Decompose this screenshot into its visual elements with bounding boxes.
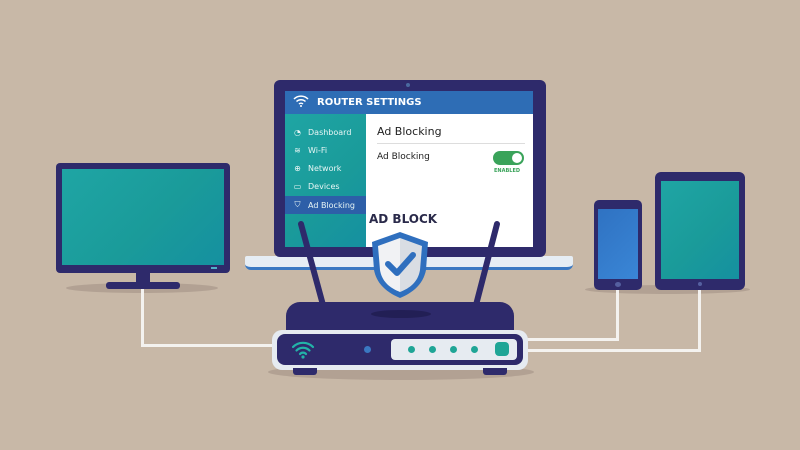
status-led xyxy=(408,346,415,353)
monitor xyxy=(56,163,230,273)
toggle-knob xyxy=(512,153,522,163)
ad-block-label: AD BLOCK xyxy=(369,212,438,226)
cable xyxy=(616,289,619,341)
globe-icon: ⊕ xyxy=(294,163,301,173)
cable xyxy=(141,289,144,347)
sidebar-item-devices[interactable]: ▭ Devices xyxy=(285,177,366,195)
router-vent xyxy=(371,310,431,318)
laptop-screen: ROUTER SETTINGS ◔ Dashboard ≋ Wi-Fi ⊕ Netwo… xyxy=(285,91,533,247)
tablet-screen xyxy=(661,181,739,279)
sidebar-item-label: Dashboard xyxy=(308,127,352,137)
app-header: ROUTER SETTINGS xyxy=(285,91,533,114)
phone-screen xyxy=(598,209,638,279)
cable xyxy=(527,349,701,352)
router-foot xyxy=(293,368,317,375)
devices-icon: ▭ xyxy=(293,181,302,191)
antenna-left xyxy=(298,221,326,308)
camera xyxy=(406,83,410,87)
sidebar-item-label: Ad Blocking xyxy=(308,200,355,210)
wifi-icon xyxy=(291,341,315,359)
wps-button xyxy=(495,342,509,356)
ad-blocking-toggle[interactable] xyxy=(493,151,524,165)
antenna-right xyxy=(473,221,500,308)
home-button xyxy=(698,282,702,286)
led-panel xyxy=(391,339,517,360)
shield-check-icon xyxy=(372,232,428,298)
router-foot xyxy=(483,368,507,375)
shield-icon: ⛉ xyxy=(294,200,301,209)
dashboard-icon: ◔ xyxy=(294,127,301,137)
sidebar-item-label: Devices xyxy=(308,181,340,191)
sidebar-item-label: Network xyxy=(308,163,342,173)
power-led xyxy=(364,346,371,353)
sidebar-item-ad-blocking[interactable]: ⛉ Ad Blocking xyxy=(285,196,366,214)
home-button xyxy=(615,282,621,287)
monitor-stand xyxy=(136,272,150,283)
sidebar-item-dashboard[interactable]: ◔ Dashboard xyxy=(285,123,366,141)
cable xyxy=(527,338,619,341)
monitor-base xyxy=(106,282,180,289)
status-led xyxy=(471,346,478,353)
router-body xyxy=(272,330,528,370)
cable xyxy=(141,344,273,347)
sidebar-item-network[interactable]: ⊕ Network xyxy=(285,159,366,177)
monitor-screen xyxy=(62,169,224,265)
tablet xyxy=(655,172,745,290)
app-title: ROUTER SETTINGS xyxy=(317,97,422,108)
router-front-panel xyxy=(277,334,523,365)
status-led xyxy=(429,346,436,353)
toggle-status: ENABLED xyxy=(494,168,521,174)
status-led xyxy=(450,346,457,353)
laptop: ROUTER SETTINGS ◔ Dashboard ≋ Wi-Fi ⊕ Netwo… xyxy=(274,80,546,257)
wifi-icon xyxy=(293,95,309,110)
power-led xyxy=(211,267,217,269)
sidebar-item-wifi[interactable]: ≋ Wi-Fi xyxy=(285,141,366,159)
phone xyxy=(594,200,642,290)
setting-label: Ad Blocking xyxy=(377,152,430,162)
wifi-icon: ≋ xyxy=(294,145,301,155)
cable xyxy=(698,289,701,352)
sidebar-item-label: Wi-Fi xyxy=(308,145,328,155)
content-title: Ad Blocking xyxy=(377,125,525,144)
